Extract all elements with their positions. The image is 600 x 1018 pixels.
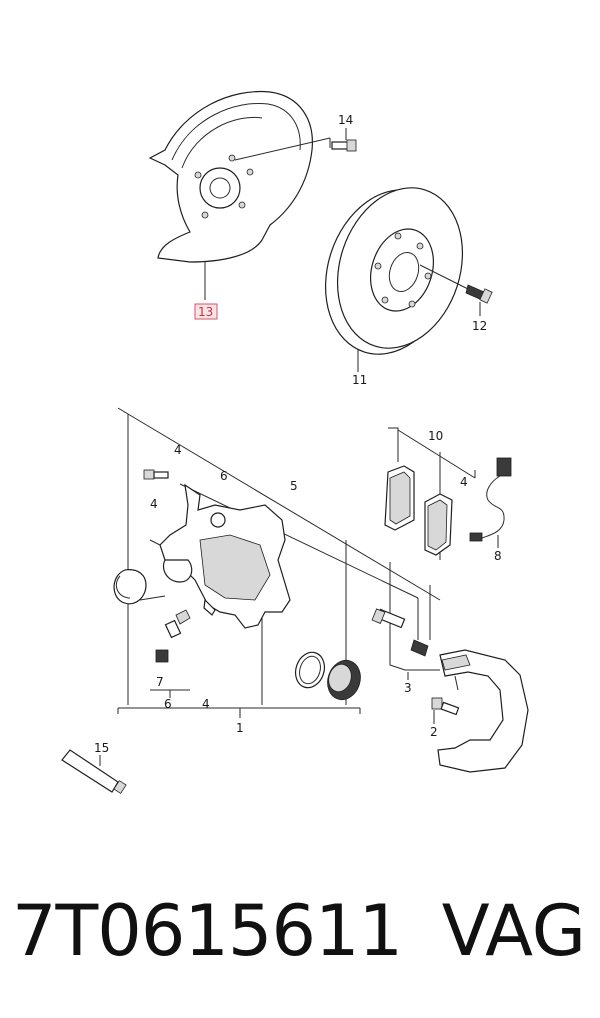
callout-11: 11 bbox=[352, 373, 367, 387]
grease-tube-part[interactable] bbox=[61, 749, 127, 794]
callout-3: 3 bbox=[404, 681, 412, 695]
callout-4-bottom: 4 bbox=[202, 697, 210, 711]
guide-pin-part[interactable] bbox=[371, 608, 429, 657]
brake-caliper-part[interactable] bbox=[149, 483, 291, 629]
dust-shield-part[interactable] bbox=[148, 90, 313, 300]
callout-5: 5 bbox=[290, 479, 298, 493]
callout-10: 10 bbox=[428, 429, 443, 443]
callout-13-highlight-box bbox=[194, 303, 218, 320]
bleed-screw-part[interactable] bbox=[155, 609, 191, 663]
caliper-bolt-part[interactable] bbox=[143, 469, 169, 480]
bolt-14-part[interactable] bbox=[234, 128, 357, 161]
carrier-bolt-part[interactable] bbox=[431, 697, 460, 724]
callout-13: 13 bbox=[198, 305, 213, 319]
callout-6-top: 6 bbox=[220, 469, 228, 483]
callout-6-bottom: 6 bbox=[164, 697, 172, 711]
footer: 7T0615611 VAG bbox=[0, 880, 600, 1000]
callout-2: 2 bbox=[430, 725, 438, 739]
callout-14: 14 bbox=[338, 113, 353, 127]
part-number-text: 7T0615611 bbox=[12, 890, 403, 972]
wear-sensor-part[interactable] bbox=[469, 457, 512, 548]
callout-4-bolt: 4 bbox=[150, 497, 158, 511]
callout-1: 1 bbox=[236, 721, 244, 735]
spring-clip-part[interactable] bbox=[113, 569, 166, 605]
exploded-parts-diagram: 14 13 12 11 10 4 6 5 4 4 8 7 6 4 1 3 2 1… bbox=[61, 90, 529, 794]
brand-text: VAG bbox=[441, 890, 586, 972]
brake-disc-part[interactable] bbox=[305, 171, 482, 372]
callout-7: 7 bbox=[156, 675, 164, 689]
callout-4-pad: 4 bbox=[460, 475, 468, 489]
callout-labels: 14 13 12 11 10 4 6 5 4 4 8 7 6 4 1 3 2 1… bbox=[94, 113, 502, 755]
callout-4-top: 4 bbox=[174, 443, 182, 457]
caliper-carrier-part[interactable] bbox=[437, 649, 529, 773]
brake-pad-outer-part[interactable] bbox=[384, 465, 415, 531]
piston-boot-part[interactable] bbox=[323, 656, 366, 704]
screw-12-part[interactable] bbox=[419, 264, 493, 316]
callout-8: 8 bbox=[494, 549, 502, 563]
piston-seal-part[interactable] bbox=[291, 649, 329, 692]
brake-pad-inner-part[interactable] bbox=[424, 493, 453, 556]
callout-12: 12 bbox=[472, 319, 487, 333]
callout-15: 15 bbox=[94, 741, 109, 755]
